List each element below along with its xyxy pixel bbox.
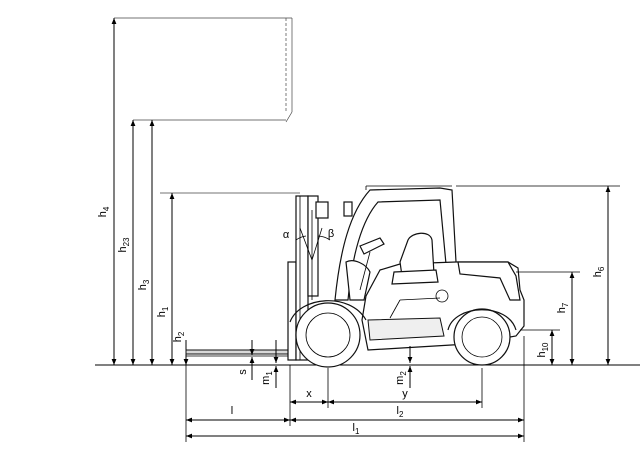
svg-text:h2: h2 [172, 331, 186, 342]
label-alpha: α [283, 229, 290, 241]
label-h4: h4 [97, 206, 111, 217]
label-h23: h23 [117, 237, 131, 253]
fork [185, 349, 291, 357]
svg-text:h23: h23 [117, 237, 131, 253]
length-extension-lines [185, 336, 525, 442]
seat-and-steering [345, 232, 439, 301]
label-l: l [231, 405, 233, 417]
label-m1: m1 [260, 371, 274, 385]
label-h1: h1 [156, 306, 170, 317]
svg-text:h3: h3 [137, 279, 151, 290]
label-h3: h3 [137, 279, 151, 290]
rear-wheel [447, 308, 517, 366]
label-h6: h6 [592, 266, 606, 277]
label-y: y [402, 388, 408, 400]
tilt-angle-marks [295, 227, 331, 261]
height-dimensions-right [456, 185, 620, 365]
svg-text:m1: m1 [260, 371, 274, 385]
svg-text:h10: h10 [536, 342, 550, 358]
label-l2: l2 [397, 405, 404, 419]
svg-text:h6: h6 [592, 266, 606, 277]
clearance-dimensions [249, 340, 413, 388]
svg-text:s: s [237, 369, 249, 375]
label-l1: l1 [353, 422, 360, 436]
label-x: x [306, 388, 312, 400]
svg-text:h7: h7 [556, 302, 570, 313]
svg-text:m2: m2 [394, 371, 408, 385]
label-s: s [237, 369, 249, 375]
svg-text:h1: h1 [156, 306, 170, 317]
extended-mast-outline [114, 17, 300, 194]
label-h10: h10 [536, 342, 550, 358]
label-h7: h7 [556, 302, 570, 313]
label-m2: m2 [394, 371, 408, 385]
length-dimensions [186, 399, 524, 439]
label-h2: h2 [172, 331, 186, 342]
label-beta: β [328, 228, 334, 240]
front-wheel [289, 300, 367, 368]
svg-text:h4: h4 [97, 206, 111, 217]
